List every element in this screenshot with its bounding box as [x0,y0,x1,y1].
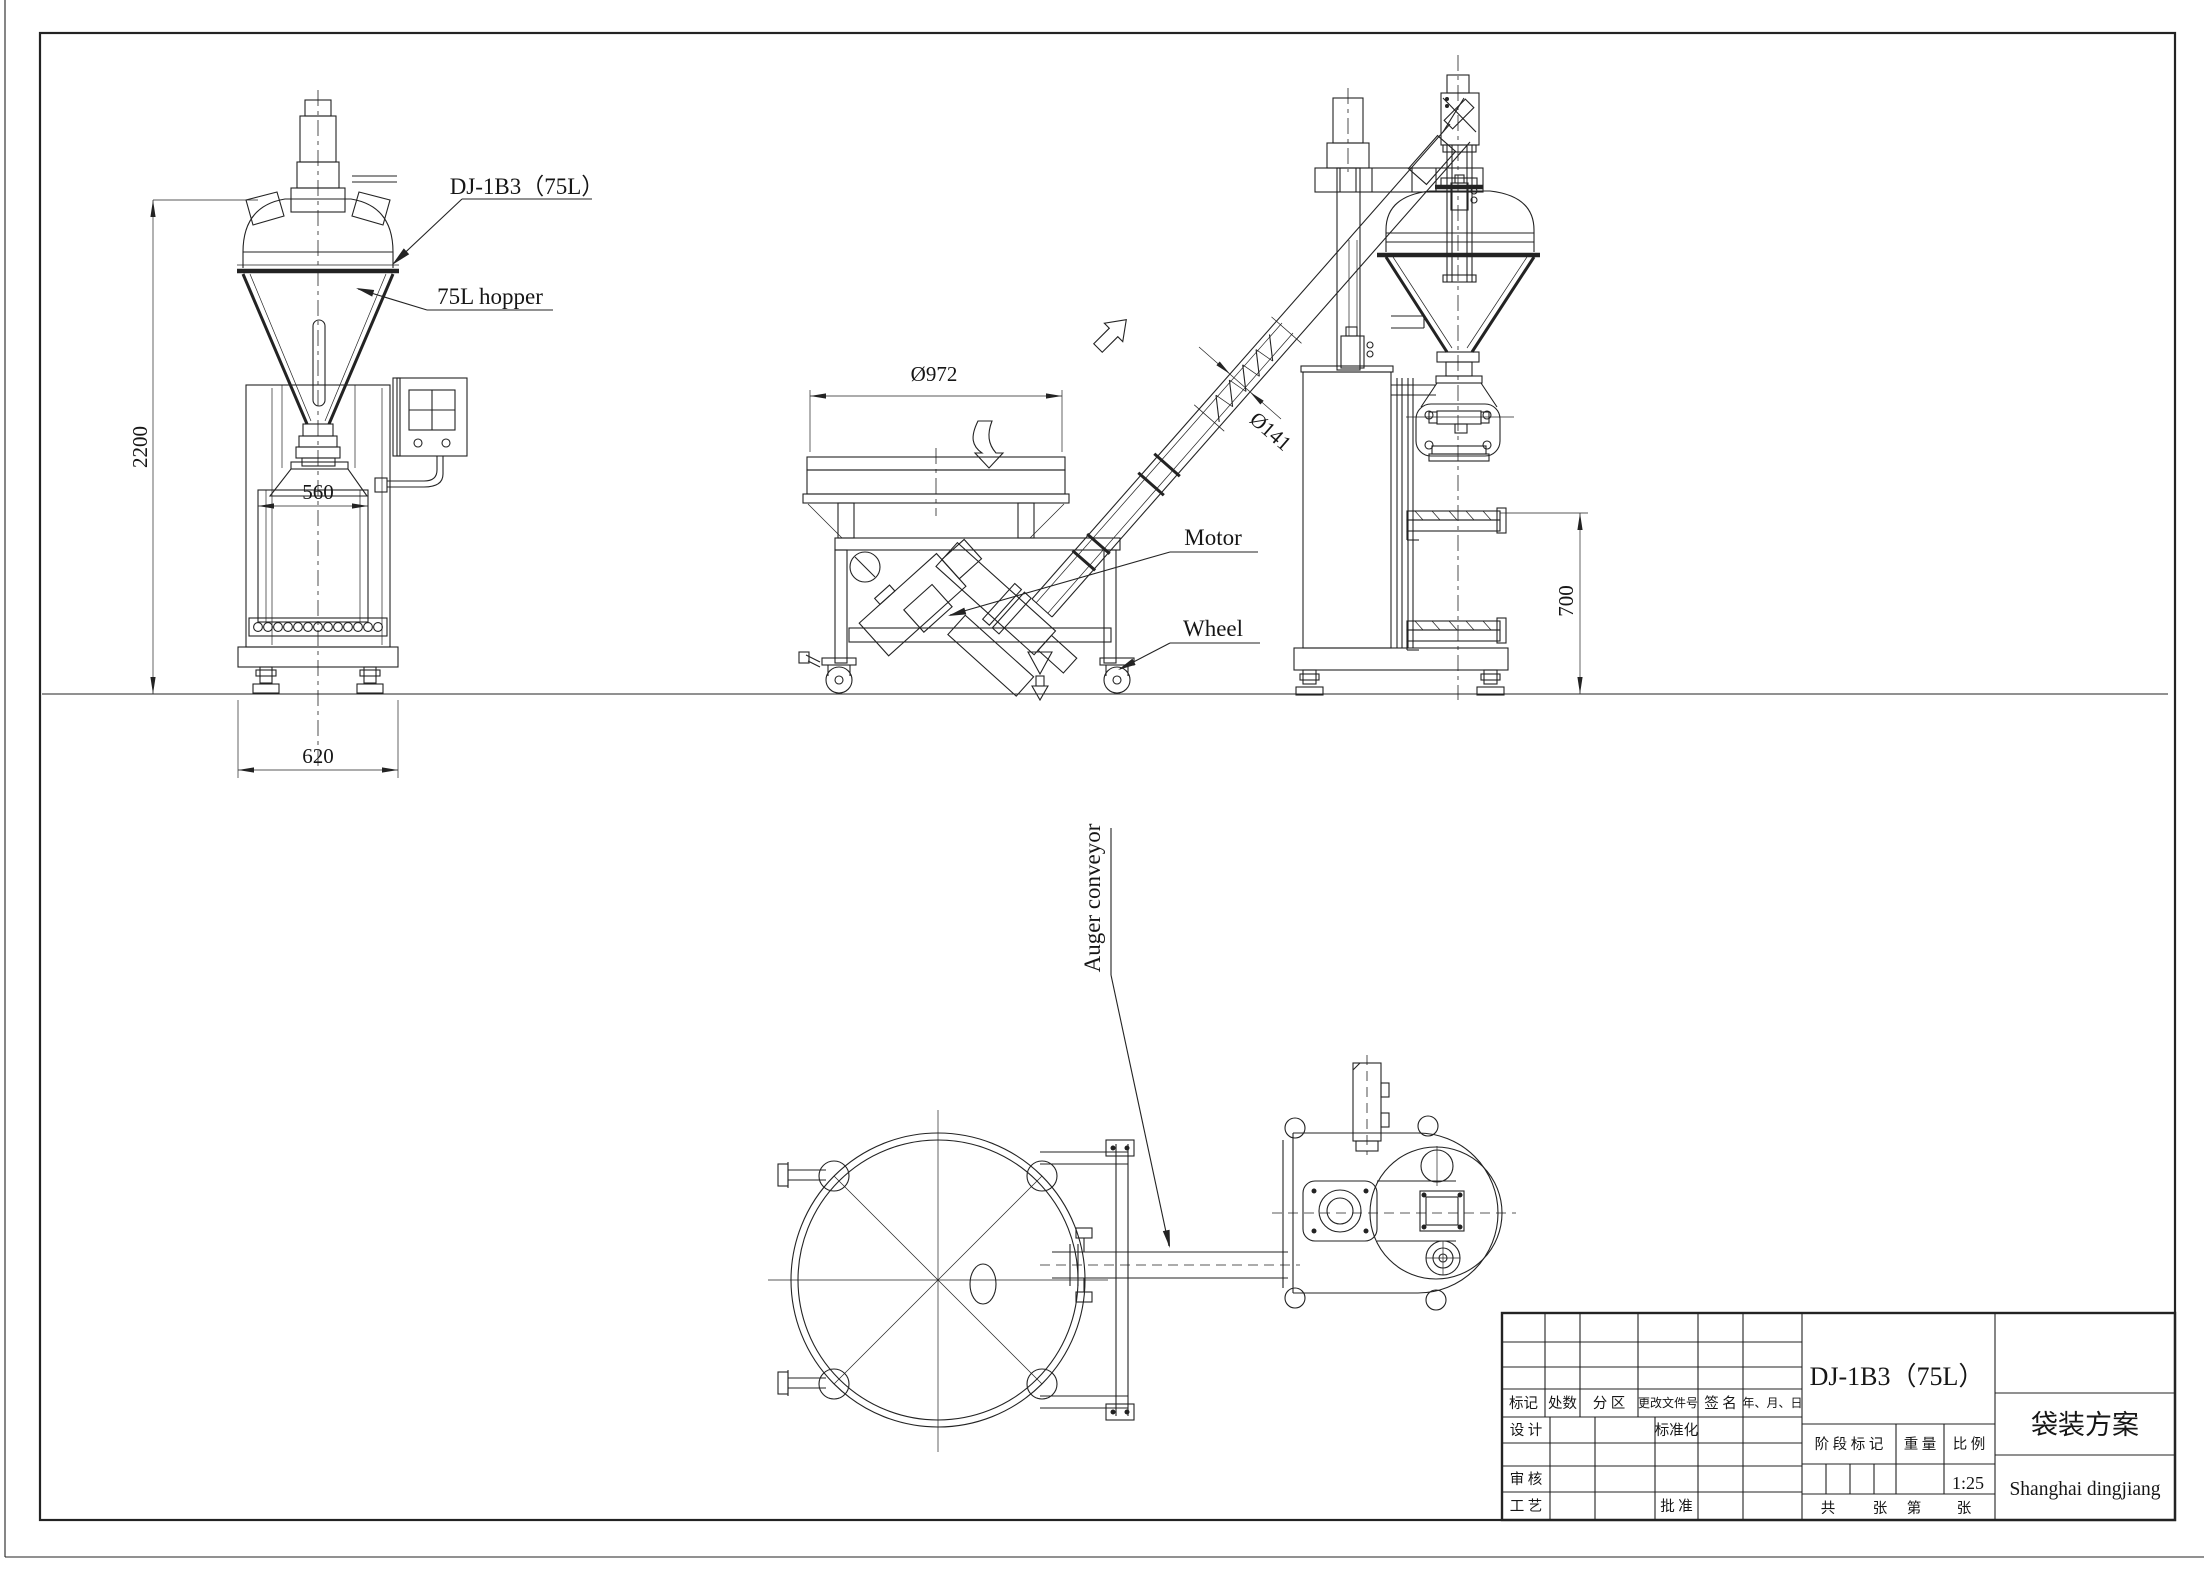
bag-shelf-lower [1406,617,1507,651]
bag-shelf-upper [1406,507,1507,541]
dim-base-width: 620 [302,744,334,768]
tb-scale-label: 比 例 [1953,1436,1986,1453]
front-view-dimensions: 2200 560 620 [128,199,399,778]
th-date: 年、月、日 [1742,1396,1802,1410]
dim-body-width: 560 [302,480,334,504]
tb-sheet-zhang2: 张 [1957,1500,1972,1517]
tb-sheet-zhang1: 张 [1873,1500,1888,1517]
title-block: 标记 处数 分 区 更改文件号 签 名 年、月、日 设 计 标准化 审 核 工 … [1500,1311,2177,1522]
tb-model: DJ-1B3（75L） [1810,1362,1985,1391]
tb-sheet-total: 共 [1821,1500,1836,1517]
right-view-dimensions: 700 [1500,512,1588,694]
tb-weight: 重 量 [1904,1436,1937,1453]
cell-check: 审 核 [1510,1471,1543,1488]
cell-standardize: 标准化 [1655,1422,1699,1439]
side-view-feeder [798,123,1471,702]
wheel-callout: Wheel [1183,616,1243,641]
cell-approve: 批 准 [1660,1498,1693,1515]
model-callout: DJ-1B3（75L） [450,174,605,199]
th-sign: 签 名 [1704,1395,1737,1412]
cell-design: 设 计 [1510,1422,1543,1439]
cell-process: 工 艺 [1510,1498,1543,1515]
dim-total-height: 2200 [128,426,152,468]
th-docno: 更改文件号 [1638,1395,1698,1410]
hopper-callout: 75L hopper [437,284,543,309]
th-count: 处数 [1548,1395,1577,1412]
th-mark: 标记 [1509,1395,1538,1412]
side-view-dimensions: Ø972 Ø141 Motor Wheel [809,346,1296,670]
auger-callout: Auger conveyor [1080,823,1170,1248]
auger-tube [1031,123,1471,618]
front-view-filling-machine [237,90,468,768]
plan-view [768,1055,1516,1452]
auger-drive-unit [1272,1055,1516,1311]
tb-stage: 阶 段 标 记 [1815,1436,1884,1453]
control-panel [374,377,468,493]
flow-up-arrow-icon [1092,319,1127,354]
dim-platform-height: 700 [1554,585,1578,617]
front-view-callouts: DJ-1B3（75L） 75L hopper [356,174,605,311]
drawing-border [4,0,2204,1558]
tb-sheet-no: 第 [1907,1499,1922,1517]
dim-tube-dia: Ø141 [1245,407,1296,456]
dim-pan-dia: Ø972 [911,362,958,386]
caster-left [798,651,857,694]
bag-clamp [1391,382,1514,462]
motor-callout: Motor [1184,525,1242,550]
right-side-view [1293,55,1540,700]
vibration-motor [849,538,1078,702]
tb-scale-value: 1:25 [1952,1473,1984,1493]
tb-product: 袋装方案 [2031,1410,2139,1440]
flow-down-arrow-icon [972,420,1005,469]
tb-company: Shanghai dingjiang [2009,1479,2160,1500]
conveyor-discharge-head [1440,74,1480,146]
th-zone: 分 区 [1593,1395,1626,1412]
auger-conveyor-label: Auger conveyor [1080,823,1105,972]
